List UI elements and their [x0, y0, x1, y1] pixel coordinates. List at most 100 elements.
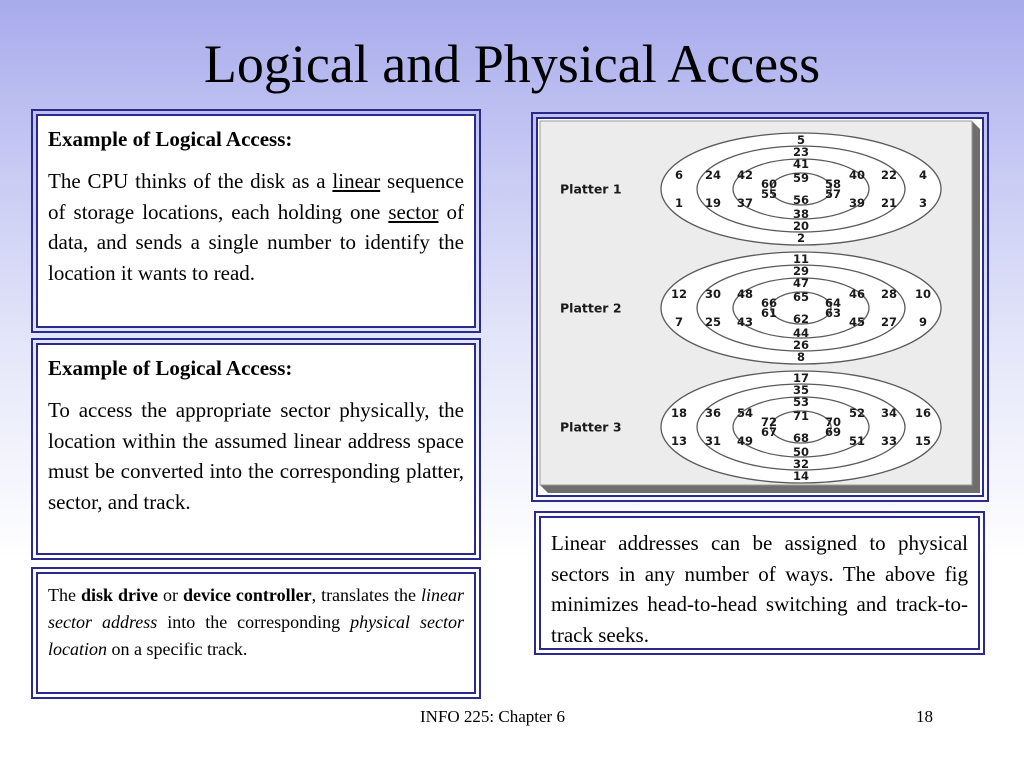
platter-2-sector-label: 45: [849, 315, 865, 329]
platter-3-sector-label: 31: [705, 434, 721, 448]
platter-2-sector-label: 9: [919, 315, 927, 329]
platter-3-sector-label: 14: [793, 469, 809, 483]
box1-body: The CPU thinks of the disk as a linear s…: [48, 166, 464, 288]
disk-drive-box: The disk drive or device controller, tra…: [31, 567, 481, 699]
platter-2-track-4: [770, 291, 832, 325]
platter-1-sector-label: 22: [881, 168, 897, 182]
box2-heading: Example of Logical Access:: [48, 356, 293, 380]
platter-2-sector-label: 48: [737, 287, 753, 301]
platter-2-sector-label: 30: [705, 287, 721, 301]
platter-2-sector-label: 66: [761, 296, 777, 310]
platter-3-label: Platter 3: [560, 420, 622, 435]
platter-3-sector-label: 70: [825, 415, 841, 429]
platter-3-sector-label: 18: [671, 406, 687, 420]
platter-1-sector-label: 37: [737, 196, 753, 210]
box3-disk-drive: disk drive: [80, 585, 158, 605]
platter-2-track-1: [660, 251, 942, 365]
box1-text-1: The CPU thinks of the disk as a: [48, 169, 333, 193]
platter-1-sector-label: 21: [881, 196, 897, 210]
platter-2-sector-label: 65: [793, 290, 809, 304]
platter-2-sector-label: 26: [793, 338, 809, 352]
platter-3-sector-label: 54: [737, 406, 753, 420]
logical-access-box-2: Example of Logical Access: To access the…: [31, 338, 481, 560]
platter-1-sector-label: 58: [825, 177, 841, 191]
box1-linear-term: linear: [332, 169, 381, 193]
platter-1-sector-label: 19: [705, 196, 721, 210]
platter-3-sector-label: 52: [849, 406, 865, 420]
box3-text-2: or: [158, 585, 183, 605]
platter-3-sector-label: 36: [705, 406, 721, 420]
platter-1-sector-label: 5: [797, 133, 805, 147]
platter-1-sector-label: 39: [849, 196, 865, 210]
footer-page-number: 18: [916, 707, 933, 726]
box3-linear-sector-address: linear sector address: [48, 585, 465, 632]
platter-2-sector-label: 25: [705, 315, 721, 329]
platter-3-sector-label: 15: [915, 434, 931, 448]
box1-text-2: sequence of storage locations, each hold…: [48, 169, 464, 224]
platter-1-sector-label: 55: [761, 187, 777, 201]
box3-text-5: on a specific track.: [107, 639, 248, 659]
platter-1-sector-label: 4: [919, 168, 927, 182]
platter-1-sector-label: 23: [793, 145, 809, 159]
platter-1-sector-label: 38: [793, 207, 809, 221]
platter-1-sector-label: 20: [793, 219, 809, 233]
platter-3-sector-label: 69: [825, 425, 841, 439]
platter-1-sector-label: 40: [849, 168, 865, 182]
box3-text-1: The: [48, 585, 81, 605]
platter-2-sector-label: 11: [793, 252, 809, 266]
platter-3-track-2: [696, 383, 906, 471]
box1-text-3: of data, and sends a single number to id…: [48, 199, 465, 285]
platter-2-sector-label: 7: [675, 315, 683, 329]
platter-3-sector-label: 71: [793, 409, 809, 423]
platter-1-sector-label: 1: [675, 196, 683, 210]
platter-2-sector-label: 47: [793, 276, 809, 290]
platter-2-sector-label: 61: [761, 306, 777, 320]
platter-2-label: Platter 2: [560, 301, 622, 316]
platter-1-sector-label: 56: [793, 193, 809, 207]
platter-3-sector-label: 51: [849, 434, 865, 448]
platter-3-sector-label: 49: [737, 434, 753, 448]
platter-3-sector-label: 32: [793, 457, 809, 471]
platter-2-sector-label: 27: [881, 315, 897, 329]
platter-1-track-1: [660, 132, 942, 246]
box1-sector-term: sector: [388, 199, 439, 224]
platter-3-sector-label: 68: [793, 431, 809, 445]
platter-3-sector-label: 13: [671, 434, 687, 448]
box3-physical-sector-location: physical sector location: [48, 612, 464, 659]
platter-1-sector-label: 2: [797, 231, 805, 245]
box3-device-controller: device controller: [182, 585, 312, 605]
platter-3-track-3: [732, 396, 870, 458]
platter-3-sector-label: 72: [761, 415, 777, 429]
platter-3-track-1: [660, 370, 942, 484]
slide-title: Logical and Physical Access: [203, 34, 821, 94]
platter-2-sector-label: 29: [793, 264, 809, 278]
platter-2-sector-label: 12: [671, 287, 687, 301]
platter-1-sector-label: 60: [761, 177, 777, 191]
platter-2-sector-label: 10: [915, 287, 931, 301]
platter-2-sector-label: 46: [849, 287, 865, 301]
platter-2-sector-label: 43: [737, 315, 753, 329]
platter-2-sector-label: 28: [881, 287, 897, 301]
platter-3-sector-label: 17: [793, 371, 809, 385]
platter-3-sector-label: 34: [881, 406, 897, 420]
platter-diagram: Platter 15234159563820261241942374322214…: [539, 120, 980, 493]
platter-2-sector-label: 44: [793, 326, 809, 340]
platter-2-sector-label: 64: [825, 296, 841, 310]
platter-3-sector-label: 50: [793, 445, 809, 459]
platter-1-track-3: [732, 158, 870, 220]
platter-1-sector-label: 41: [793, 157, 809, 171]
platter-2-sector-label: 8: [797, 350, 805, 364]
platter-1-track-4: [770, 172, 832, 206]
platter-2-track-2: [696, 264, 906, 352]
box4-body: Linear addresses can be assigned to phys…: [551, 531, 968, 647]
platter-1-sector-label: 6: [675, 168, 683, 182]
platter-1-label: Platter 1: [560, 182, 622, 197]
footer-course: INFO 225: Chapter 6: [420, 707, 565, 726]
platter-1-sector-label: 42: [737, 168, 753, 182]
box3-body: The disk drive or device controller, tra…: [48, 582, 464, 663]
box2-body: To access the appropriate sector physica…: [48, 398, 464, 514]
platter-1-sector-label: 3: [919, 196, 927, 210]
platter-2-sector-label: 62: [793, 312, 809, 326]
platter-3-sector-label: 67: [761, 425, 777, 439]
